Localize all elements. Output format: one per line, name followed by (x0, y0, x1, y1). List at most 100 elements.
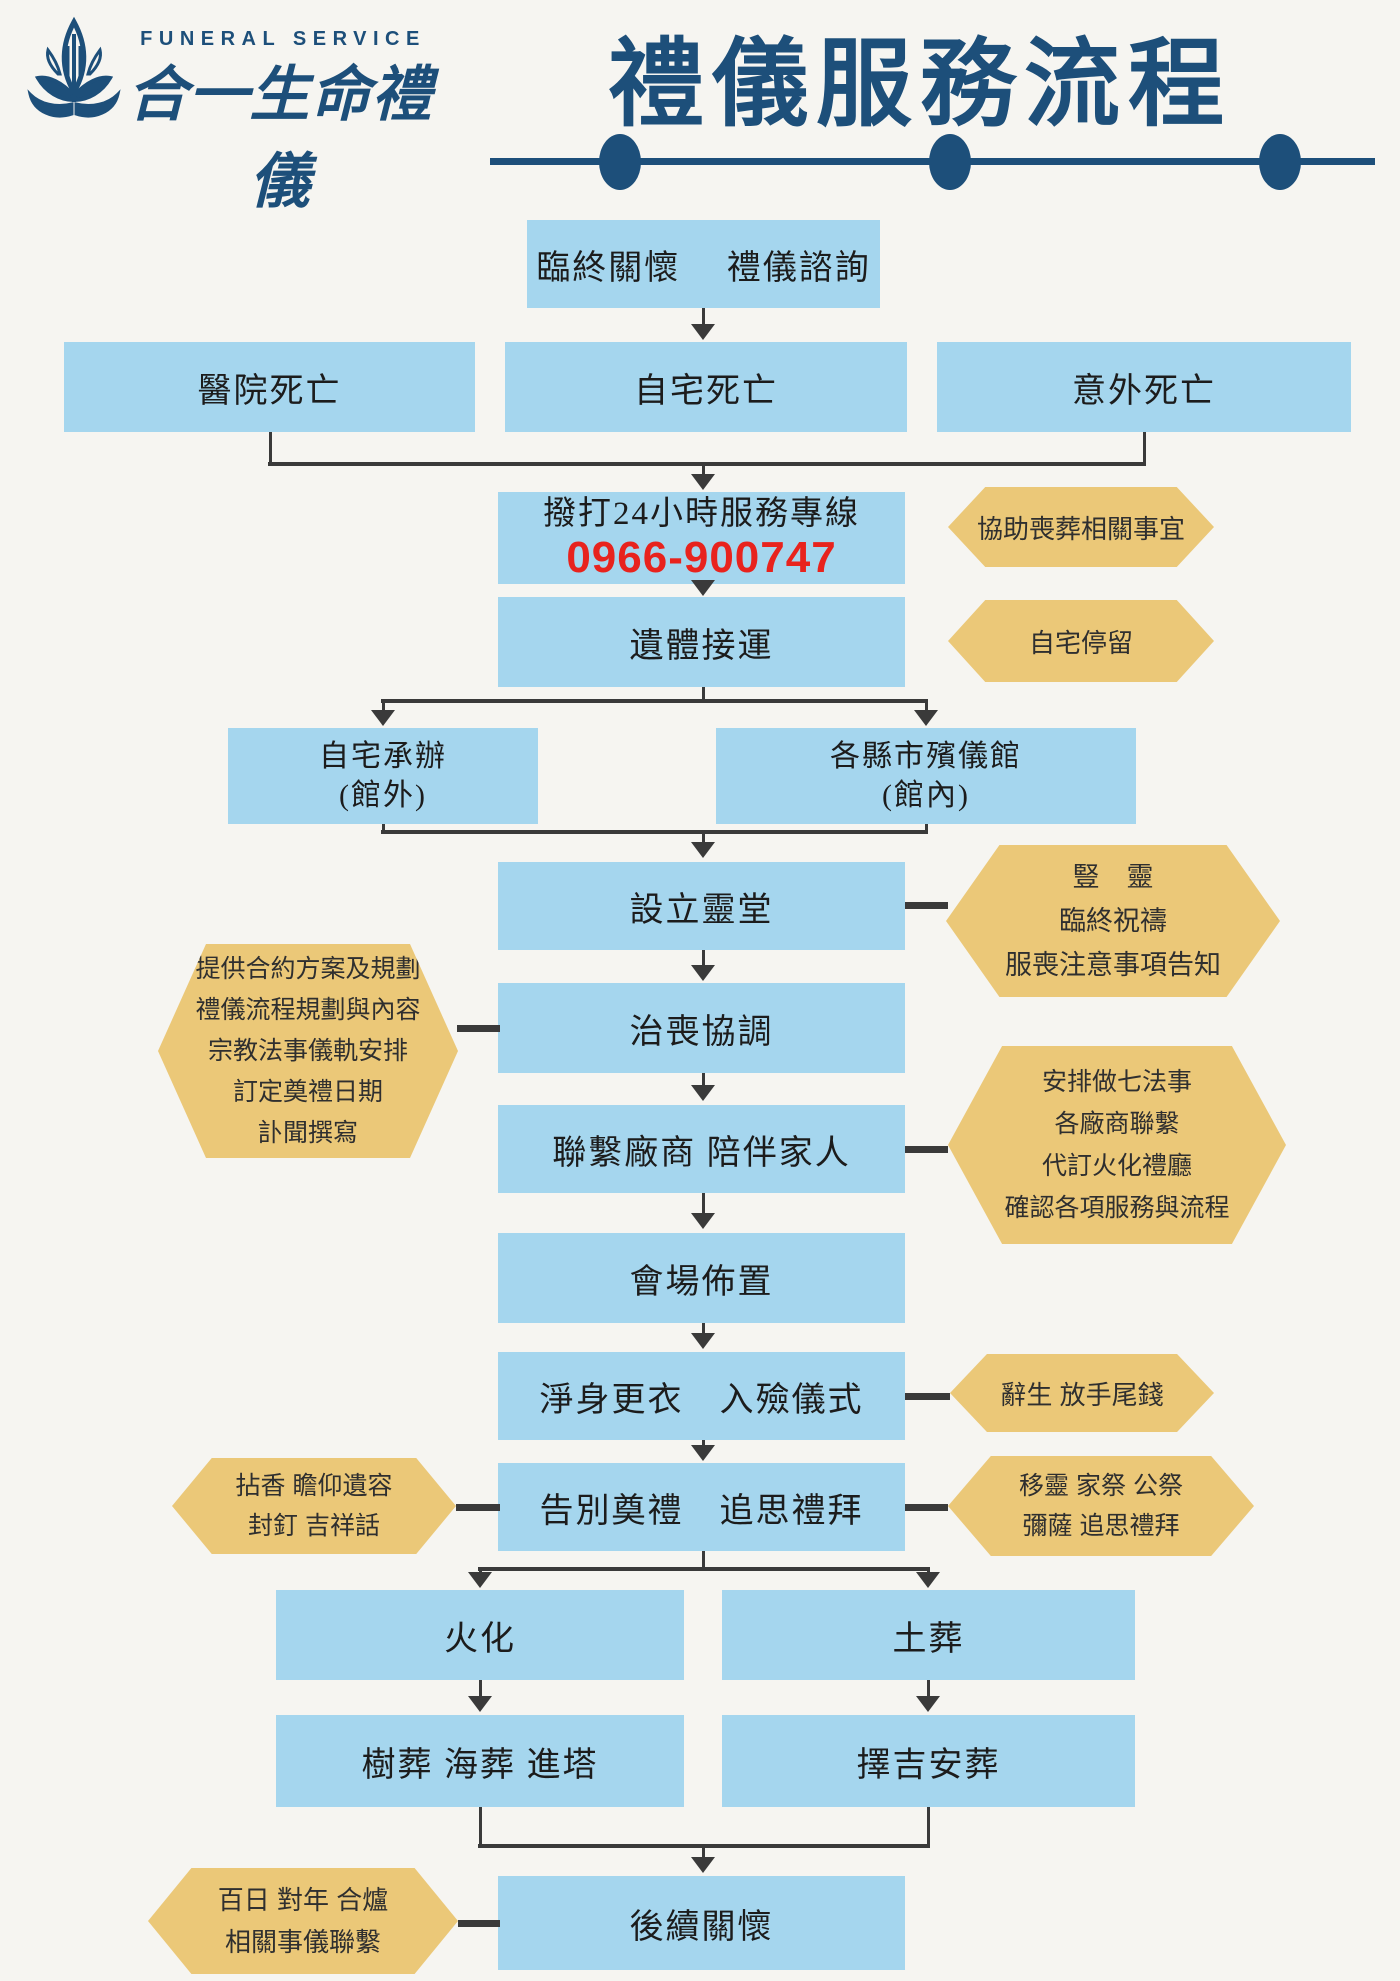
hotline-label: 撥打24小時服務專線 (543, 496, 860, 533)
timeline-dot (1259, 134, 1301, 190)
flow-arrowhead (468, 1572, 492, 1588)
connector-line (905, 1146, 948, 1153)
step-contact-vendors: 聯繫廠商 陪伴家人 (498, 1105, 905, 1193)
connector-line (268, 462, 1146, 466)
step-farewell-ceremony-label: 告別奠禮 追思禮拜 (539, 1492, 864, 1530)
step-auspicious-burial-label: 擇吉安葬 (856, 1746, 1001, 1784)
step-cremation: 火化 (276, 1590, 684, 1680)
connector-line (701, 1323, 705, 1337)
callout-planning-line2: 禮儀流程規劃與內容 (195, 995, 421, 1024)
connector-line (926, 1680, 930, 1700)
connector-line (701, 464, 705, 478)
connector-line (478, 1807, 482, 1846)
callout-altar-notes-line2: 臨終祝禱 (1059, 906, 1167, 936)
connector-line (701, 687, 705, 701)
callout-altar-notes-line1: 豎 靈 (1072, 862, 1154, 892)
connector-line (381, 824, 385, 832)
connector-line (701, 950, 705, 968)
callout-planning-line5: 訃聞撰寫 (257, 1118, 358, 1147)
flow-arrowhead (691, 842, 715, 858)
hotline-phone-number: 0966-900747 (566, 532, 837, 582)
brand-english: FUNERAL SERVICE (140, 28, 426, 50)
step-hospital-death-label: 醫院死亡 (197, 372, 342, 410)
callout-altar-notes: 豎 靈 臨終祝禱 服喪注意事項告知 (946, 845, 1280, 997)
flow-arrowhead (371, 710, 395, 726)
callout-aftercare-notes-line1: 百日 對年 合爐 (217, 1885, 389, 1915)
timeline-dot (929, 134, 971, 190)
brand-chinese: 合一生命禮儀 (127, 62, 433, 215)
callout-farewell-right-line2: 彌薩 追思禮拜 (1022, 1512, 1180, 1540)
callout-aftercare-notes: 百日 對年 合爐 相關事儀聯繫 (148, 1868, 458, 1974)
callout-farewell-left-line1: 拈香 瞻仰遺容 (235, 1472, 393, 1500)
connector-line (1142, 432, 1146, 466)
step-city-mortuary-line2: (館內) (882, 779, 970, 812)
connector-line (381, 699, 928, 703)
callout-vendor-notes: 安排做七法事 各廠商聯繫 代訂火化禮廳 確認各項服務與流程 (948, 1046, 1286, 1244)
page-title: 禮儀服務流程 (608, 31, 1232, 138)
step-accident-death-label: 意外死亡 (1072, 372, 1216, 410)
connector-line (905, 1504, 948, 1511)
lotus-icon (27, 16, 121, 118)
step-venue-decoration: 會場佈置 (498, 1233, 905, 1323)
step-aftercare: 後續關懷 (498, 1876, 905, 1970)
step-home-arrangement-line1: 自宅承辦 (319, 740, 447, 773)
callout-planning: 提供合約方案及規劃 禮儀流程規劃與內容 宗教法事儀軌安排 訂定奠禮日期 訃聞撰寫 (158, 944, 458, 1158)
connector-line (478, 1567, 930, 1571)
step-farewell-ceremony: 告別奠禮 追思禮拜 (498, 1463, 905, 1551)
connector-line (701, 1551, 705, 1569)
callout-altar-notes-line3: 服喪注意事項告知 (1005, 950, 1221, 980)
connector-line (701, 1193, 705, 1216)
step-hospital-death: 醫院死亡 (64, 342, 475, 432)
step-city-mortuary-line1: 各縣市殯儀館 (830, 740, 1022, 773)
connector-line (924, 701, 928, 713)
flow-arrowhead (916, 1572, 940, 1588)
step-funeral-coordination: 治喪協調 (498, 983, 905, 1073)
step-auspicious-burial: 擇吉安葬 (722, 1715, 1135, 1807)
connector-line (701, 832, 705, 845)
callout-planning-line4: 訂定奠禮日期 (232, 1077, 383, 1106)
step-tree-sea-columbarium: 樹葬 海葬 進塔 (276, 1715, 684, 1807)
step-venue-decoration-label: 會場佈置 (629, 1263, 774, 1301)
flow-arrowhead (691, 1213, 715, 1229)
connector-line (701, 1073, 705, 1088)
flow-arrowhead (691, 580, 715, 596)
callout-farewell-right-line1: 移靈 家祭 公祭 (1019, 1472, 1183, 1500)
callout-vendor-notes-line1: 安排做七法事 (1041, 1068, 1192, 1096)
flow-arrowhead (691, 324, 715, 340)
flow-arrowhead (916, 1696, 940, 1712)
step-body-transport-label: 遺體接運 (629, 627, 774, 665)
step-contact-vendors-label: 聯繫廠商 陪伴家人 (552, 1134, 851, 1172)
callout-vendor-notes-line3: 代訂火化禮廳 (1041, 1152, 1192, 1180)
flow-arrowhead (691, 1445, 715, 1461)
callout-aftercare-notes-line2: 相關事儀聯繫 (224, 1927, 381, 1957)
connector-line (381, 701, 385, 713)
step-tree-sea-columbarium-label: 樹葬 海葬 進塔 (361, 1746, 599, 1784)
callout-vendor-notes-line4: 確認各項服務與流程 (1004, 1194, 1230, 1222)
connector-line (924, 824, 928, 832)
step-body-transport: 遺體接運 (498, 597, 905, 687)
callout-planning-line1: 提供合約方案及規劃 (195, 954, 421, 983)
step-hotline: 撥打24小時服務專線 0966-900747 (498, 492, 905, 584)
step-consultation-label: 臨終關懷 禮儀諮詢 (536, 249, 871, 287)
step-altar-setup: 設立靈堂 (498, 862, 905, 950)
flow-arrowhead (468, 1696, 492, 1712)
step-home-death-label: 自宅死亡 (634, 372, 778, 410)
connector-line (457, 1025, 500, 1032)
timeline-dot (599, 134, 641, 190)
step-altar-setup-label: 設立靈堂 (629, 891, 774, 929)
callout-farewell-left: 拈香 瞻仰遺容 封釘 吉祥話 (172, 1458, 456, 1554)
flow-arrowhead (691, 474, 715, 490)
callout-home-stay-text: 自宅停留 (1028, 627, 1133, 658)
flow-arrowhead (691, 965, 715, 981)
callout-vendor-notes-line2: 各廠商聯繫 (1054, 1110, 1180, 1138)
connector-line (701, 308, 705, 327)
step-accident-death: 意外死亡 (937, 342, 1351, 432)
callout-assist-text: 協助喪葬相關事宜 (976, 513, 1185, 544)
flow-arrowhead (691, 1857, 715, 1873)
flow-arrowhead (914, 710, 938, 726)
step-encoffin-ritual: 淨身更衣 入殮儀式 (498, 1352, 905, 1440)
connector-line (905, 902, 948, 909)
step-funeral-coordination-label: 治喪協調 (629, 1013, 774, 1051)
step-home-arrangement-line2: (館外) (339, 779, 427, 812)
